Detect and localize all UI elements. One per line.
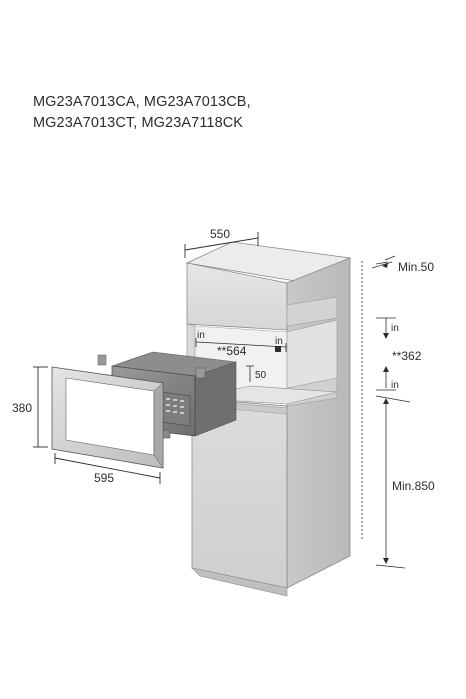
in-upper-label: in [391, 323, 399, 334]
floor-bottom-arrow-icon [383, 558, 389, 564]
microwave-control-panel [161, 391, 191, 427]
frame-height-label: 380 [12, 401, 32, 415]
control-dots [166, 398, 184, 414]
min-top-arrow-icon [382, 263, 388, 268]
upper-shelf-opening [286, 296, 338, 327]
frame-dimensions [33, 366, 161, 484]
trim-frame-lip [153, 382, 164, 469]
in-lower-label: in [391, 380, 399, 391]
model-list-line-2: MG23A7013CT, MG23A7118CK [33, 115, 244, 131]
niche-bottom-arrow-icon [383, 366, 389, 372]
in-left-label: in [197, 330, 205, 341]
model-list: MG23A7013CA, MG23A7013CB, MG23A7013CT, M… [33, 92, 251, 134]
niche-dimensions [195, 338, 287, 382]
rear-gap-label: 50 [255, 370, 267, 381]
min-floor-label: Min.850 [392, 479, 435, 493]
niche-height-label: **362 [392, 349, 422, 363]
cabinet-plinth [191, 567, 288, 597]
niche-top-arrow-icon [383, 333, 389, 339]
model-list-line-1: MG23A7013CA, MG23A7013CB, [33, 94, 251, 110]
depth-dimension [184, 232, 259, 258]
right-dimensions [361, 255, 411, 569]
depth-label: 550 [210, 227, 230, 241]
floor-top-arrow-icon [383, 398, 389, 404]
min-top-label: Min.50 [398, 260, 434, 274]
in-right-label: in [275, 336, 283, 347]
frame-width-label: 595 [94, 471, 114, 485]
bracket-top-right [195, 367, 206, 379]
bracket-top-left [97, 354, 107, 366]
inner-width-label: **564 [217, 344, 247, 358]
trim-frame [51, 366, 164, 469]
